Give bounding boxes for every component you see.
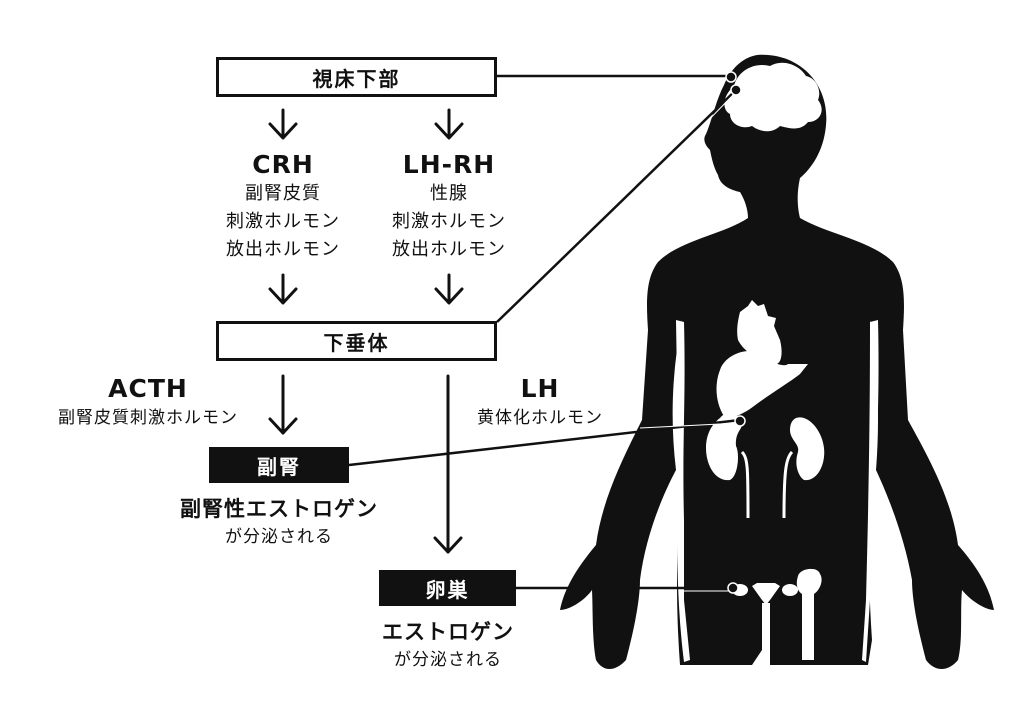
ovary-box: 卵巣 (379, 570, 516, 606)
lh-abbr: LH (520, 374, 560, 403)
adrenal-box: 副腎 (209, 447, 349, 483)
lh-block: LH 黄体化ホルモン (477, 374, 603, 432)
liver-icon (716, 350, 808, 418)
crh-block: CRH 副腎皮質 刺激ホルモン 放出ホルモン (226, 150, 340, 264)
hypothalamus-box: 視床下部 (216, 57, 497, 97)
ovary-result-main: エストロゲン (382, 620, 514, 644)
kidney-icon (790, 417, 825, 481)
arrow-down-icon (433, 374, 463, 554)
kidney-icon (706, 412, 742, 481)
arrow-down-icon (268, 374, 298, 435)
ovary-result: エストロゲン が分泌される (382, 617, 514, 673)
brain-icon (724, 62, 822, 132)
lhrh-line: 放出ホルモン (392, 239, 506, 260)
acth-block: ACTH 副腎皮質刺激ホルモン (58, 374, 238, 432)
arrow-down-icon (268, 273, 298, 305)
crh-line: 刺激ホルモン (226, 211, 340, 232)
pituitary-box: 下垂体 (216, 321, 497, 361)
crh-line: 副腎皮質 (245, 183, 321, 204)
lhrh-line: 性腺 (430, 183, 468, 204)
lhrh-line: 刺激ホルモン (392, 211, 506, 232)
heart-icon (737, 300, 782, 365)
arrow-down-icon (434, 108, 464, 140)
adrenal-result: 副腎性エストロゲン が分泌される (180, 494, 378, 550)
lh-desc: 黄体化ホルモン (477, 408, 603, 428)
ovary-label: 卵巣 (425, 577, 470, 602)
adrenal-result-main: 副腎性エストロゲン (180, 497, 378, 521)
hypothalamus-label: 視床下部 (312, 66, 401, 91)
crh-abbr: CRH (252, 150, 314, 179)
crh-line: 放出ホルモン (226, 239, 340, 260)
lhrh-abbr: LH-RH (402, 150, 496, 179)
adrenal-label: 副腎 (257, 454, 301, 479)
pituitary-label: 下垂体 (323, 330, 390, 355)
arrow-down-icon (268, 108, 298, 140)
lhrh-block: LH-RH 性腺 刺激ホルモン 放出ホルモン (392, 150, 506, 264)
arrow-down-icon (434, 273, 464, 305)
connector-lines (348, 74, 741, 590)
acth-desc: 副腎皮質刺激ホルモン (58, 408, 238, 428)
ovary-result-sub: が分泌される (394, 650, 502, 670)
adrenal-result-sub: が分泌される (225, 527, 333, 547)
acth-abbr: ACTH (108, 374, 188, 403)
